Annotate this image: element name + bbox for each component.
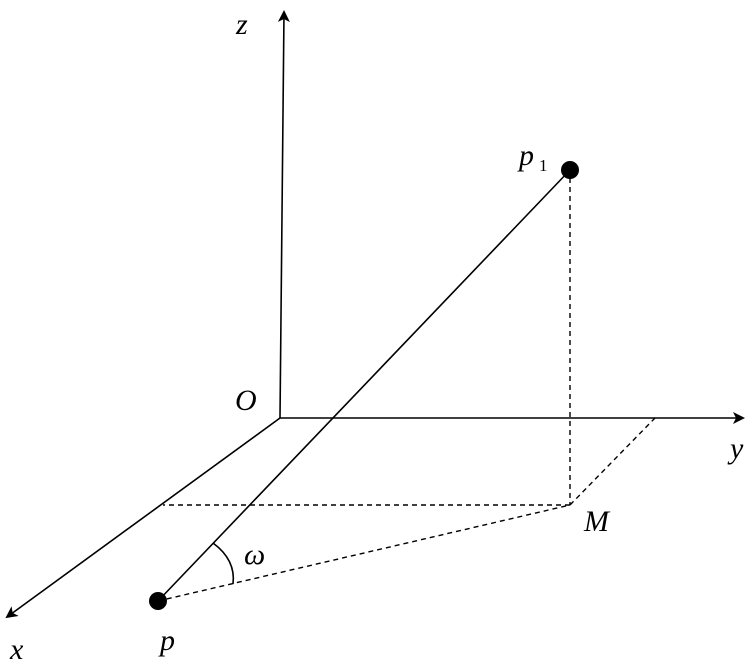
label-m: M [583, 505, 611, 538]
dashed-p-to-m [157, 504, 571, 602]
x-axis [5, 417, 281, 619]
line-p-to-p1 [157, 169, 571, 602]
point-p [149, 592, 167, 610]
label-y: y [727, 432, 744, 465]
label-omega: ω [244, 538, 265, 571]
label-p: p [158, 624, 175, 657]
dashed-m-to-y-axis [569, 417, 656, 506]
z-axis [277, 10, 290, 419]
label-x: x [9, 633, 24, 666]
point-p1 [561, 161, 579, 179]
label-p1-subscript: 1 [539, 156, 548, 175]
label-z: z [235, 8, 248, 41]
angle-arc-omega [212, 542, 235, 585]
label-p1: p [517, 139, 534, 172]
label-origin: O [235, 384, 257, 417]
